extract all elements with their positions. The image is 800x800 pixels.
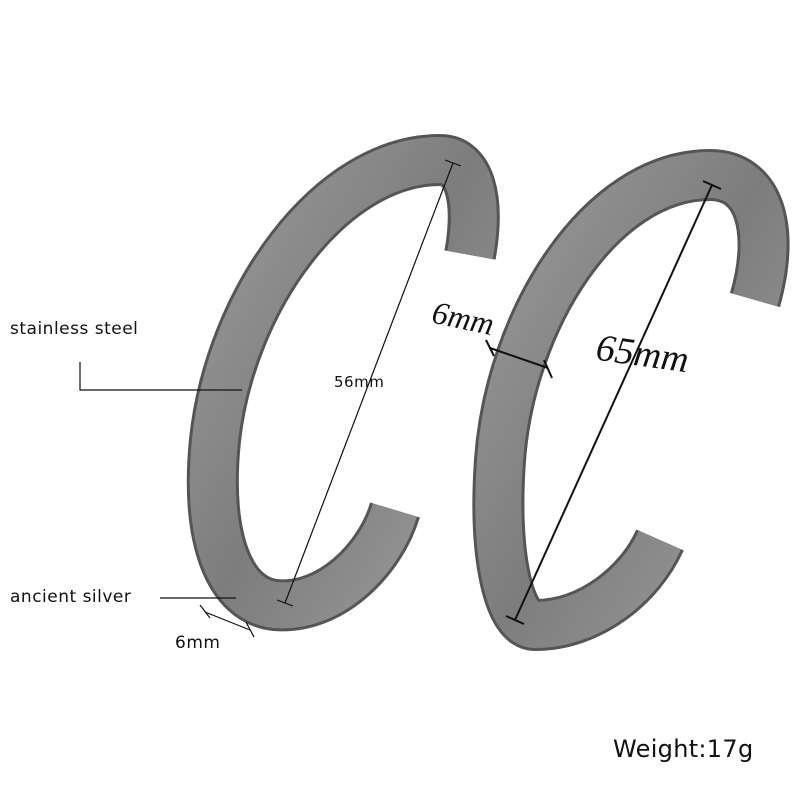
small-diameter-label: 56mm — [334, 373, 385, 391]
material-leader-line — [79, 362, 242, 391]
annotation-lines — [79, 159, 722, 638]
large-cuff-bracelet — [472, 148, 790, 652]
small-width-label: 6mm — [175, 633, 221, 653]
large-diameter-dimension — [514, 184, 713, 621]
finish-label: ancient silver — [10, 587, 132, 607]
material-label: stainless steel — [10, 319, 139, 339]
weight-label: Weight:17g — [613, 735, 754, 763]
large-width-dimension — [489, 347, 549, 369]
small-diameter-dimension — [284, 162, 454, 604]
small-width-dimension — [204, 611, 251, 631]
